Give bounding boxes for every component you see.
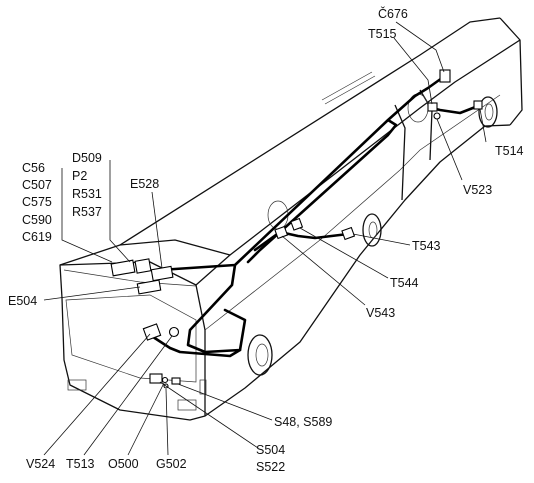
leader-g502 bbox=[165, 388, 169, 456]
sensor-t514 bbox=[473, 100, 483, 110]
harness-main-run bbox=[158, 73, 450, 354]
label-t543: T543 bbox=[412, 239, 441, 253]
component-o500 bbox=[161, 376, 169, 384]
bus-roof-left-edge bbox=[119, 17, 501, 246]
leader-o500 bbox=[127, 382, 165, 456]
leader-t515 bbox=[393, 37, 433, 105]
label-s522: S522 bbox=[256, 460, 285, 474]
bus-front-face bbox=[59, 261, 206, 421]
label-e528: E528 bbox=[130, 177, 159, 191]
sensor-t543 bbox=[341, 226, 356, 241]
leader-v543 bbox=[281, 235, 366, 306]
rear-wheel bbox=[478, 96, 498, 128]
component-c676 bbox=[439, 69, 451, 83]
leader-t543 bbox=[352, 233, 411, 246]
label-t544: T544 bbox=[390, 276, 419, 290]
bus-destination-sign bbox=[63, 269, 197, 287]
label-g502: G502 bbox=[156, 457, 187, 471]
middle-wheel-hub bbox=[368, 221, 378, 239]
wiring-harness bbox=[148, 73, 480, 358]
leader-e504 bbox=[43, 286, 141, 301]
label-s48-s589: S48, S589 bbox=[274, 415, 332, 429]
label-c590: C590 bbox=[22, 213, 52, 227]
bus-side-bottom bbox=[204, 124, 511, 417]
bus-windshield bbox=[65, 294, 197, 383]
component-v523 bbox=[433, 112, 441, 120]
bus-headlight-right bbox=[177, 399, 197, 411]
label-r537: R537 bbox=[72, 205, 102, 219]
bus-body bbox=[59, 17, 523, 421]
leader-c56-group bbox=[61, 168, 113, 263]
leader-lines bbox=[43, 21, 487, 456]
leader-e528 bbox=[151, 191, 163, 269]
label-t514: T514 bbox=[495, 144, 524, 158]
leader-t513 bbox=[83, 335, 173, 456]
middle-wheel bbox=[362, 213, 382, 247]
component-v543 bbox=[290, 217, 304, 231]
label-c676: Č676 bbox=[378, 6, 408, 21]
switch-s48 bbox=[171, 377, 181, 385]
leader-s504 bbox=[159, 381, 259, 449]
label-t515: T515 bbox=[368, 27, 397, 41]
harness-link bbox=[253, 230, 282, 252]
label-s504: S504 bbox=[256, 443, 285, 457]
leader-c676 bbox=[395, 21, 445, 73]
label-r531: R531 bbox=[72, 187, 102, 201]
label-c56: C56 bbox=[22, 161, 45, 175]
sensor-t513 bbox=[168, 326, 180, 338]
control-unit-e528 bbox=[150, 265, 174, 282]
label-v524: V524 bbox=[26, 457, 55, 471]
label-d509: D509 bbox=[72, 151, 102, 165]
front-wheel-hub bbox=[255, 343, 269, 367]
dashboard-module-2 bbox=[134, 258, 152, 274]
leader-d509-group bbox=[109, 160, 131, 263]
leader-v524 bbox=[43, 333, 151, 456]
components bbox=[110, 69, 483, 389]
leader-t544 bbox=[299, 227, 389, 279]
bus-window-line bbox=[204, 94, 501, 331]
switch-s504 bbox=[149, 373, 163, 384]
bus-roof-vents bbox=[321, 71, 376, 105]
label-v543: V543 bbox=[366, 306, 395, 320]
sensor-t515 bbox=[427, 102, 438, 112]
label-c619: C619 bbox=[22, 230, 52, 244]
bus-articulation bbox=[394, 89, 433, 201]
sensor-t544 bbox=[274, 225, 289, 240]
harness-rear-axle bbox=[430, 104, 480, 115]
label-e504: E504 bbox=[8, 294, 37, 308]
label-c507: C507 bbox=[22, 178, 52, 192]
label-t513: T513 bbox=[66, 457, 95, 471]
leader-v523 bbox=[436, 118, 463, 181]
labels: Č676 T515 T514 V523 E528 D509 P2 R531 R5… bbox=[8, 6, 524, 474]
component-v524 bbox=[142, 323, 162, 341]
label-c575: C575 bbox=[22, 195, 52, 209]
bus-roof-right-edge bbox=[229, 39, 521, 256]
bus-roof-rear bbox=[499, 17, 523, 126]
harness-front-loop bbox=[148, 333, 242, 358]
harness-middle-axle bbox=[278, 230, 350, 240]
leader-s48 bbox=[177, 383, 273, 421]
label-o500: O500 bbox=[108, 457, 139, 471]
bus-headlight-left bbox=[67, 379, 87, 391]
front-wheel bbox=[247, 334, 273, 376]
control-unit-e504 bbox=[136, 279, 162, 295]
dashboard-module-1 bbox=[110, 259, 136, 277]
label-v523: V523 bbox=[463, 183, 492, 197]
leader-t514 bbox=[479, 108, 487, 143]
rear-wheel-hub bbox=[484, 103, 494, 121]
label-p2: P2 bbox=[72, 169, 87, 183]
